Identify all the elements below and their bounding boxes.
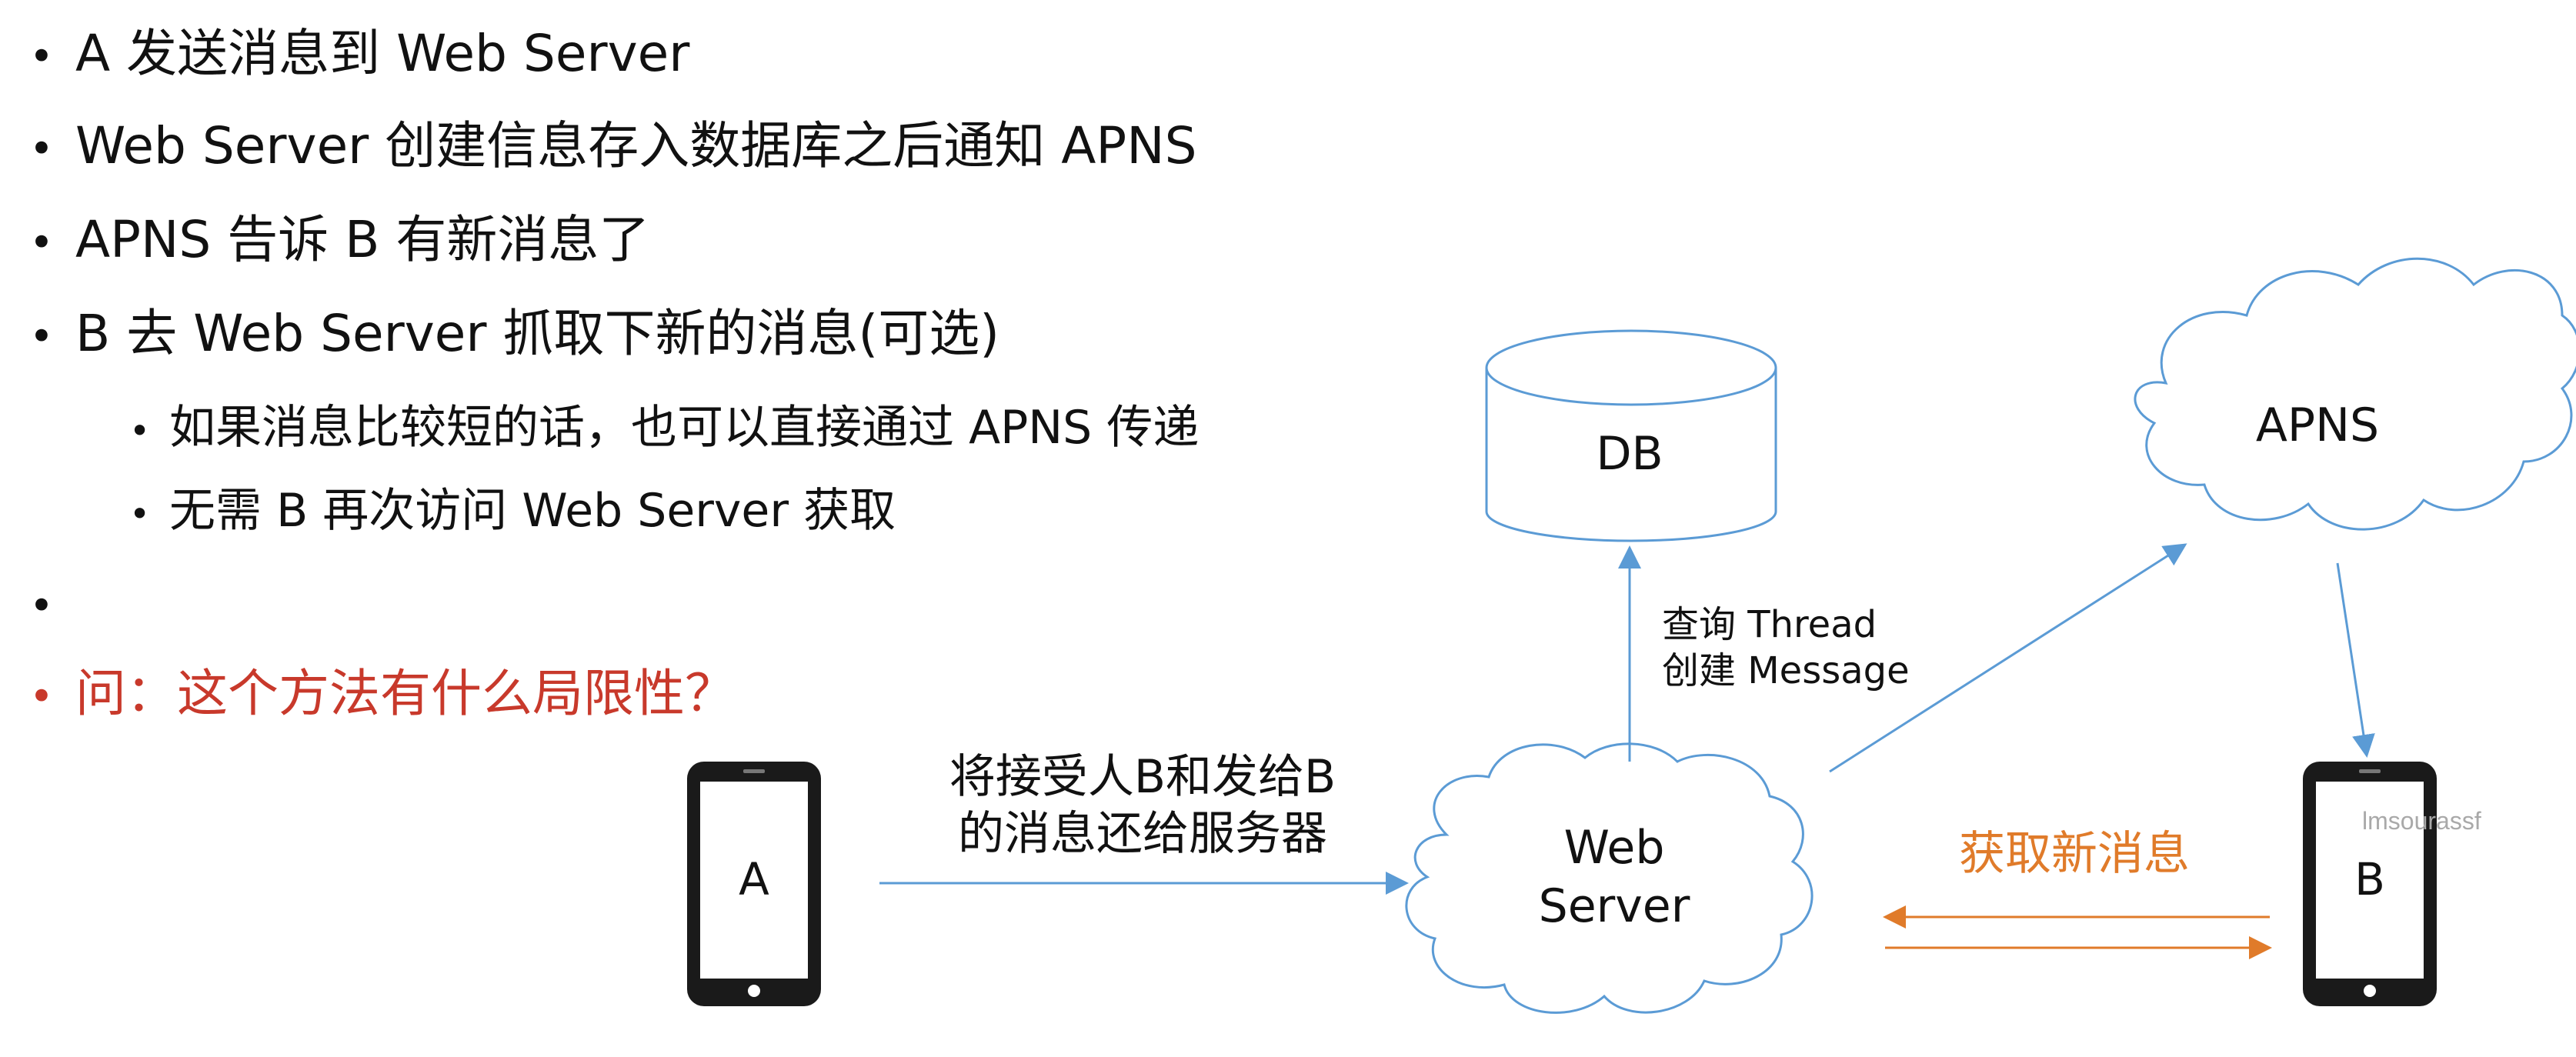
bullet-item: • APNS 告诉 B 有新消息了 (29, 209, 649, 274)
bullet-text: APNS 告诉 B 有新消息了 (75, 210, 650, 269)
apns-cloud: APNS (2134, 257, 2576, 531)
web-server-label-line1: Web (1564, 821, 1665, 875)
edge-label-server-db-line2: 创建 Message (1662, 649, 1910, 692)
phone-b: B (2303, 762, 2437, 1006)
apns-label: APNS (2256, 398, 2379, 452)
bullet-item: • Web Server 创建信息存入数据库之后通知 APNS (29, 115, 1196, 180)
watermark-text: lmsourassf (2362, 807, 2481, 835)
bullet-text: B 去 Web Server 抓取下新的消息(可选) (75, 304, 1000, 363)
db-label: DB (1596, 427, 1663, 481)
bullet-dot: • (29, 125, 54, 173)
edge-label-a-server-line1: 将接受人B和发给B (949, 750, 1336, 804)
bullet-dot: • (29, 218, 54, 267)
bullet-item: • A 发送消息到 Web Server (29, 23, 689, 88)
arrow-server-to-apns (1829, 543, 2187, 773)
bullet-dot: • (29, 582, 54, 630)
bullet-dot: • (129, 410, 151, 452)
phone-b-label: B (2354, 853, 2385, 905)
db-cylinder: DB (1485, 329, 1777, 542)
bullet-text: 无需 B 再次访问 Web Server 获取 (169, 484, 896, 538)
question-bullet: • 问：这个方法有什么局限性？ (29, 663, 736, 728)
bullet-text: 如果消息比较短的话，也可以直接通过 APNS 传递 (169, 401, 1200, 455)
sub-bullet-item: • 无需 B 再次访问 Web Server 获取 (129, 480, 896, 545)
bullet-item: • B 去 Web Server 抓取下新的消息(可选) (29, 303, 999, 368)
question-text: 问：这个方法有什么局限性？ (75, 664, 736, 723)
arrow-apns-to-b (2336, 562, 2375, 758)
web-server-label-line2: Server (1539, 879, 1690, 933)
bullet-text: A 发送消息到 Web Server (75, 24, 690, 83)
edge-label-a-server-line2: 的消息还给服务器 (958, 807, 1327, 861)
edge-label-server-db-line1: 查询 Thread (1662, 603, 1877, 646)
phone-a: A (687, 762, 821, 1006)
sub-bullet-item: • 如果消息比较短的话，也可以直接通过 APNS 传递 (129, 397, 1199, 462)
web-server-cloud: Web Server (1405, 742, 1814, 1014)
bullet-dot: • (129, 493, 151, 535)
edge-label-fetch: 获取新消息 (1959, 827, 2190, 881)
bullet-dot: • (29, 312, 54, 361)
bullet-dot: • (29, 32, 54, 81)
bullet-dot: • (29, 672, 54, 721)
bullet-item-empty: • (29, 572, 75, 637)
bullet-text: Web Server 创建信息存入数据库之后通知 APNS (75, 116, 1197, 175)
phone-a-label: A (739, 853, 769, 905)
